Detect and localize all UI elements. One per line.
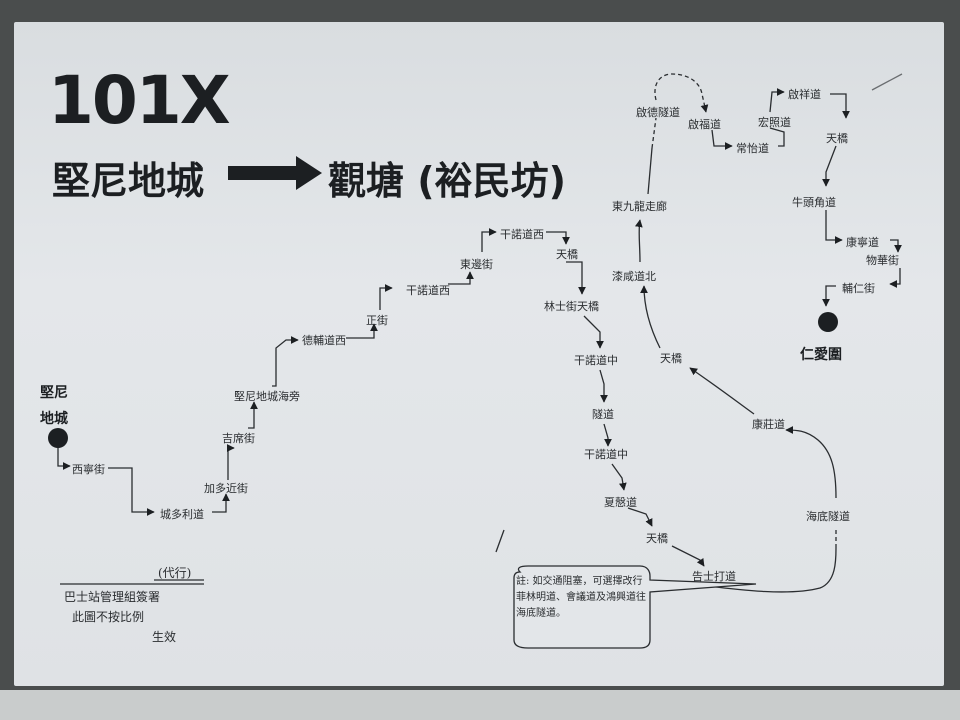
footer-acting: (代行) bbox=[158, 566, 192, 580]
route-segment bbox=[785, 426, 837, 499]
stray-mark bbox=[495, 529, 505, 553]
stray-mark bbox=[871, 73, 903, 91]
start-terminus-dot bbox=[48, 428, 68, 448]
route-segment bbox=[889, 268, 901, 288]
route-segment bbox=[890, 239, 902, 253]
route-segment bbox=[603, 423, 612, 447]
stop-label: 夏慤道 bbox=[604, 496, 637, 509]
stop-label: 海底隧道 bbox=[806, 510, 850, 523]
route-segment bbox=[769, 88, 785, 113]
stop-label: 干諾道西 bbox=[500, 228, 544, 241]
stop-label: 東邊街 bbox=[460, 258, 493, 271]
stop-label: 天橋 bbox=[660, 352, 682, 365]
stop-label: 輔仁街 bbox=[842, 282, 875, 295]
route-segment bbox=[248, 401, 258, 429]
stop-label: 德輔道西 bbox=[302, 334, 346, 347]
route-segment bbox=[707, 547, 837, 593]
route-segment bbox=[611, 463, 627, 491]
route-segment bbox=[822, 145, 837, 187]
route-segment bbox=[822, 285, 836, 307]
route-segment bbox=[226, 444, 235, 480]
route-map-paper bbox=[14, 22, 944, 686]
stop-label: 吉席街 bbox=[222, 432, 255, 445]
route-segment bbox=[830, 93, 850, 119]
note-callout bbox=[513, 565, 757, 649]
route-segment bbox=[546, 231, 570, 245]
stop-label: 康莊道 bbox=[752, 418, 785, 431]
stop-label: 干諾道中 bbox=[584, 448, 628, 461]
route-segment bbox=[346, 323, 378, 339]
stop-label: 西寧街 bbox=[72, 463, 105, 476]
traffic-note: 註: 如交通阻塞，可選擇改行菲林明道、會議道及鴻興道往海底隧道。 bbox=[516, 576, 646, 619]
footer-department: 巴士站管理組簽署 bbox=[64, 590, 161, 604]
route-segment bbox=[651, 117, 657, 149]
stop-label: 天橋 bbox=[556, 248, 578, 261]
route-segment bbox=[566, 261, 586, 295]
end-terminus-label: 仁愛圍 bbox=[800, 347, 842, 363]
route-segment bbox=[635, 219, 643, 263]
route-segment bbox=[212, 493, 230, 513]
stop-label: 牛頭角道 bbox=[792, 196, 836, 209]
route-segment bbox=[825, 210, 843, 244]
route-number: 101X bbox=[48, 62, 231, 139]
stop-label: 林士街天橋 bbox=[544, 300, 599, 313]
header-arrow-shaft bbox=[228, 166, 296, 180]
stop-label: 告士打道 bbox=[692, 570, 736, 583]
stop-label: 漆咸道北 bbox=[612, 270, 656, 283]
stop-label: 正街 bbox=[366, 314, 388, 327]
route-segment bbox=[108, 467, 155, 516]
stop-label: 啟祥道 bbox=[788, 88, 821, 101]
stop-label: 宏照道 bbox=[758, 116, 791, 129]
destination-title: 觀塘 (裕民坊) bbox=[328, 159, 566, 203]
stop-label: 天橋 bbox=[826, 132, 848, 145]
stop-label: 康寧道 bbox=[846, 236, 879, 249]
wall-background bbox=[0, 690, 960, 720]
start-terminus-label: 堅尼 bbox=[40, 385, 68, 401]
footer-not-to-scale: 此圖不按比例 bbox=[72, 610, 145, 624]
stop-label: 天橋 bbox=[646, 532, 668, 545]
route-segment bbox=[654, 73, 709, 113]
stop-label: 干諾道西 bbox=[406, 284, 450, 297]
stop-label: 加多近街 bbox=[204, 482, 248, 495]
route-segment bbox=[769, 127, 785, 147]
stop-label: 城多利道 bbox=[160, 508, 204, 521]
stop-label: 干諾道中 bbox=[574, 354, 618, 367]
route-segment bbox=[689, 367, 755, 415]
stop-label: 隧道 bbox=[592, 408, 614, 421]
stop-label: 物華街 bbox=[866, 254, 899, 267]
route-segment bbox=[379, 284, 393, 310]
origin-title: 堅尼地城 bbox=[52, 159, 205, 203]
route-segment bbox=[671, 545, 705, 567]
route-segment bbox=[448, 271, 474, 285]
route-segment bbox=[272, 336, 299, 387]
stop-label: 堅尼地城海旁 bbox=[234, 390, 300, 403]
route-segment bbox=[481, 228, 497, 252]
footer-effective: 生效 bbox=[152, 630, 177, 644]
route-segment bbox=[57, 446, 71, 470]
start-terminus-label: 地城 bbox=[40, 411, 68, 427]
route-segment bbox=[711, 129, 733, 150]
stop-label: 東九龍走廊 bbox=[612, 200, 667, 213]
route-segment bbox=[640, 285, 661, 349]
route-segment bbox=[599, 369, 608, 403]
route-segment bbox=[647, 147, 653, 195]
header-arrow-head bbox=[296, 156, 322, 190]
route-segment bbox=[627, 507, 653, 527]
stop-label: 常怡道 bbox=[736, 142, 769, 155]
end-terminus-dot bbox=[818, 312, 838, 332]
stop-label: 啟福道 bbox=[688, 118, 721, 131]
route-segment bbox=[583, 315, 604, 349]
stop-label: 啟德隧道 bbox=[636, 106, 680, 119]
